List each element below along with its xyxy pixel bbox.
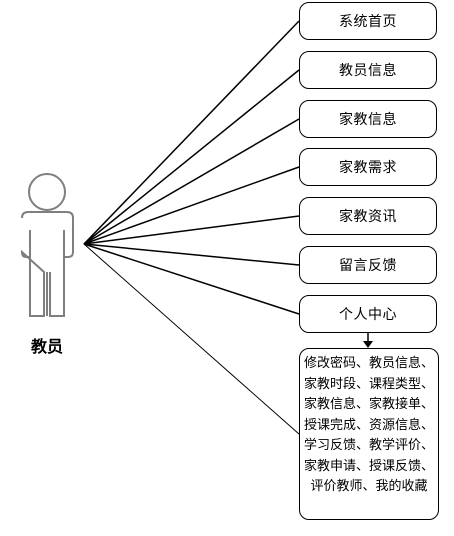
actor-head [28, 173, 66, 211]
function-box: 家教信息 [299, 100, 437, 138]
association-line [83, 166, 300, 245]
function-box: 教员信息 [299, 51, 437, 89]
personal-center-detail-box: 修改密码、教员信息、家教时段、课程类型、家教信息、家教接单、授课完成、资源信息、… [299, 348, 439, 520]
association-line [83, 243, 300, 266]
association-line [83, 243, 300, 315]
association-line [83, 20, 300, 245]
association-line [83, 243, 300, 435]
function-box: 个人中心 [299, 295, 437, 333]
function-box: 家教资讯 [299, 197, 437, 235]
function-box: 家教需求 [299, 148, 437, 186]
actor-body [20, 211, 74, 317]
association-line [83, 69, 300, 245]
actor-label: 教员 [30, 337, 63, 356]
association-line [83, 215, 300, 245]
function-box: 留言反馈 [299, 246, 437, 284]
person-icon [20, 173, 74, 317]
association-line [83, 118, 300, 245]
association-lines [83, 20, 300, 435]
function-box: 系统首页 [299, 2, 437, 40]
